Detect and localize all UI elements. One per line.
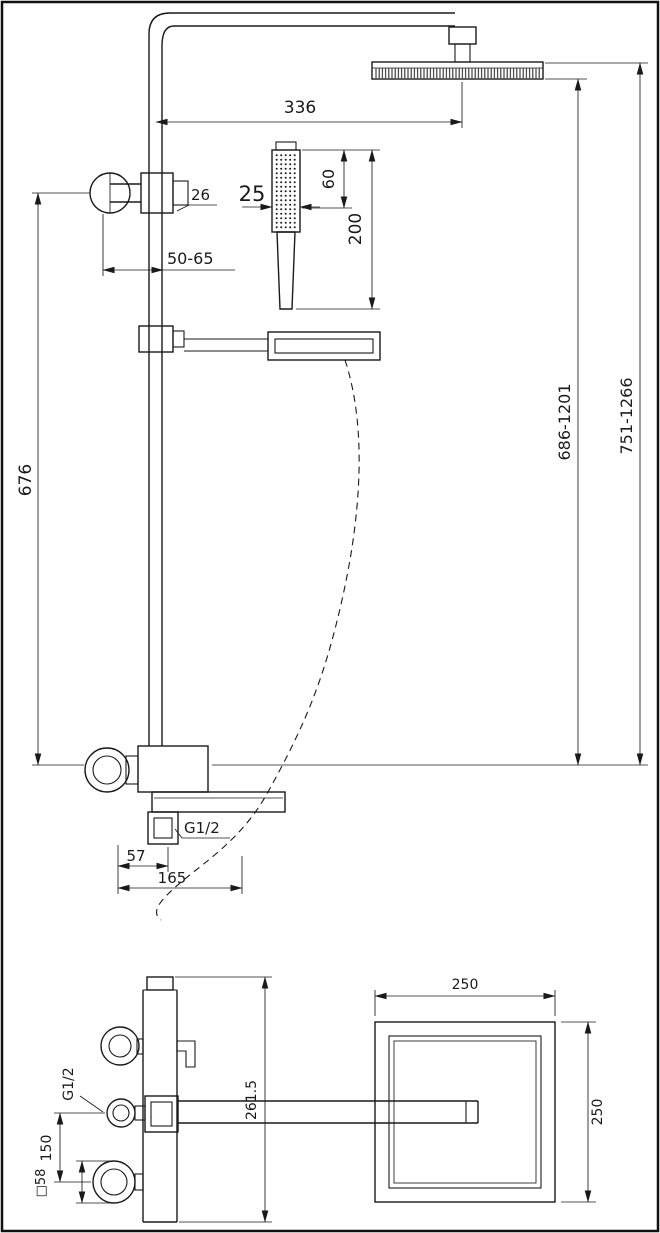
hand-shower-holder <box>138 325 381 361</box>
dim-250-top-label: 250 <box>452 977 479 993</box>
top-knob <box>100 1026 140 1066</box>
spray-face <box>274 152 298 230</box>
middle-knob <box>106 1098 136 1128</box>
mixer-handle <box>84 747 130 793</box>
dim-25-label: 25 <box>239 182 266 206</box>
dim-sq58-label: □58 <box>34 1169 49 1198</box>
bottom-knob <box>92 1160 136 1204</box>
dim-676-label: 676 <box>16 464 36 496</box>
dim-261-5-label: 261.5 <box>244 1080 260 1120</box>
dim-336-label: 336 <box>284 98 316 118</box>
holder-hook <box>176 1040 196 1068</box>
wall-bracket <box>89 172 189 214</box>
hand-shower <box>271 141 301 310</box>
head-plan-view: 250 250 <box>374 977 606 1203</box>
thread-g12-bottom-label: G1/2 <box>61 1067 77 1100</box>
dim-165-label: 165 <box>158 869 187 887</box>
dim-57-label: 57 <box>126 847 145 865</box>
hand-shower-handle <box>276 231 296 310</box>
nozzle-face <box>373 68 542 78</box>
dim-150-label: 150 <box>39 1135 55 1162</box>
dim-26-label: 26 <box>191 186 210 204</box>
head-outer-square <box>374 1021 556 1203</box>
front-view: 261.5 G1/2 150 □58 <box>34 976 479 1223</box>
tub-spout <box>151 791 286 813</box>
dimensions-top-view: 336 26 50-65 25 60 200 <box>16 62 648 894</box>
slider-clamp <box>138 325 174 353</box>
dim-200-label: 200 <box>346 213 366 245</box>
mixer-faucet <box>84 745 286 845</box>
head-joint <box>448 26 477 45</box>
mixer-body <box>137 745 209 793</box>
thread-g12-top-label: G1/2 <box>184 819 220 837</box>
hose-outlet <box>147 811 179 845</box>
dim-60-label: 60 <box>319 169 338 189</box>
riser-pipe <box>148 12 455 746</box>
dim-250-side-label: 250 <box>590 1099 606 1126</box>
dim-751-1266-label: 751-1266 <box>617 377 636 454</box>
rain-shower-head <box>371 26 544 80</box>
dim-686-1201-label: 686-1201 <box>555 383 574 460</box>
shower-hose <box>155 359 360 921</box>
top-view: 336 26 50-65 25 60 200 <box>16 12 648 921</box>
dim-50-65-label: 50-65 <box>167 249 214 268</box>
